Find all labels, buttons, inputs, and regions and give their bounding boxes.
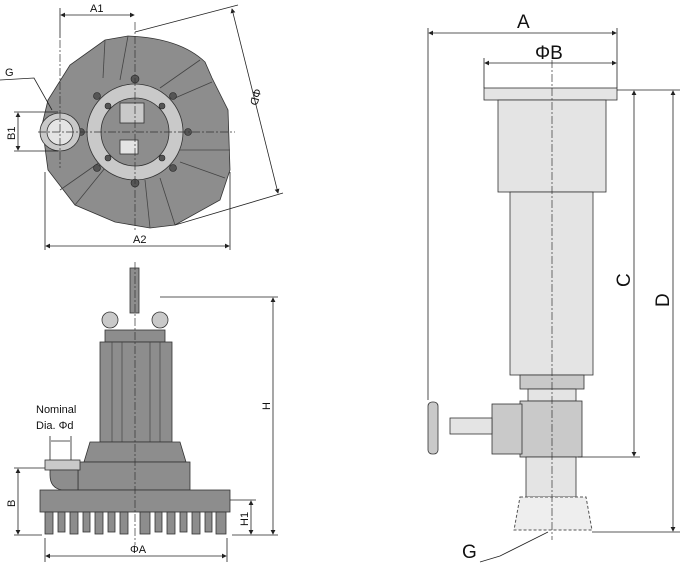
valve-body xyxy=(519,400,583,458)
motor-body xyxy=(99,341,173,443)
dim-label-a1: A1 xyxy=(90,3,103,15)
volute xyxy=(77,461,191,491)
lifting-lug-right xyxy=(151,311,169,329)
top-flange xyxy=(483,87,618,101)
dim-label-a: A xyxy=(517,12,530,33)
label-dia-phi-d: Dia. Φd xyxy=(36,420,74,432)
lifting-lug-left xyxy=(101,311,119,329)
dim-label-h1: H1 xyxy=(239,512,251,526)
dim-label-b1: B1 xyxy=(6,127,18,140)
cable-gland xyxy=(129,267,140,314)
dim-label-b: B xyxy=(6,500,18,507)
label-g-top: G xyxy=(5,67,14,79)
housing-vanes xyxy=(59,35,230,229)
dim-label-phi-b: ΦB xyxy=(535,43,563,64)
top-view: A1 A2 ΦD G B1 xyxy=(0,3,284,250)
dim-label-phi-d: ΦD xyxy=(247,87,263,106)
label-nominal: Nominal xyxy=(36,404,76,416)
dim-label-phi-a: ΦA xyxy=(130,544,147,556)
dim-label-h: H xyxy=(261,402,273,410)
column-view: A ΦB C D G xyxy=(427,12,680,563)
label-g-column: G xyxy=(462,542,477,563)
column-pipe xyxy=(509,191,594,376)
discharge-flange xyxy=(44,459,81,471)
strainer-fins xyxy=(44,511,227,535)
side-view: H B H1 ΦA Nominal Dia. Φd xyxy=(6,262,278,562)
dim-label-a2: A2 xyxy=(133,234,146,246)
valve-handwheel xyxy=(427,401,439,455)
suction-strainer xyxy=(513,496,593,531)
dim-label-c: C xyxy=(614,273,635,287)
dim-label-d: D xyxy=(653,293,674,307)
